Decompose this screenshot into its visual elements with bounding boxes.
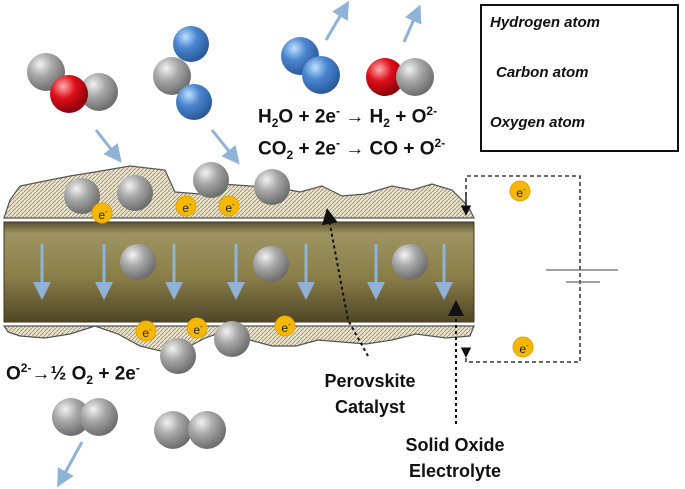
electron (218, 195, 240, 217)
oxygen-ion (392, 244, 428, 280)
inflow-arrow (94, 129, 122, 163)
electron-symbol: e- (225, 200, 235, 215)
water-molecule (27, 53, 118, 113)
electron (274, 315, 296, 337)
adsorbed-top (64, 162, 290, 214)
legend-hydrogen-label: Hydrogen atom (490, 14, 601, 31)
electrolyte-label: Solid Oxide Electrolyte (405, 435, 505, 481)
electron (509, 180, 531, 202)
water-split-equation: H2O + 2e- → H2 + O2- (258, 104, 438, 131)
legend-carbon-label: Carbon atom (496, 64, 589, 81)
ions-in-electrolyte (120, 244, 428, 282)
electron-symbol: e- (519, 341, 529, 356)
electrons (91, 180, 534, 358)
inflow-arrow (210, 129, 240, 165)
electron-symbol: e- (182, 200, 192, 215)
catalyst-pointer (321, 208, 369, 357)
legend-oxygen-label: Oxygen atom (490, 114, 586, 131)
outflow-arrow (324, 0, 350, 41)
electron (186, 317, 208, 339)
flow-arrows (57, 0, 422, 488)
oxygen-molecule (52, 398, 118, 436)
outflow-arrow (402, 4, 422, 43)
external-circuit (465, 175, 581, 363)
electron-symbol: e- (142, 325, 152, 340)
electron (135, 320, 157, 342)
oxygen-ion (253, 246, 289, 282)
legend: Hydrogen atom Carbon atom Oxygen atom (480, 4, 679, 152)
electron (512, 336, 534, 358)
hydrogen-molecule (281, 37, 340, 94)
oxygen-ion (120, 244, 156, 280)
catalyst-label: Perovskite Catalyst (324, 371, 416, 417)
electron (91, 202, 113, 224)
adsorbed-bottom (160, 321, 250, 374)
battery-icon (546, 269, 618, 283)
co2-molecule (153, 26, 212, 120)
electron-symbol: e- (516, 185, 526, 200)
oxygen-molecule (154, 411, 226, 449)
electron-symbol: e- (193, 322, 203, 337)
electron-symbol: e- (98, 207, 108, 222)
co2-split-equation: CO2 + 2e- → CO + O2- (258, 136, 446, 163)
outflow-arrow (57, 441, 84, 488)
oxygen-evolution-equation: O2-→½ O2 + 2e- (6, 361, 140, 388)
electron-symbol: e- (281, 320, 291, 335)
co-molecule (366, 58, 434, 96)
ion-arrows (33, 244, 453, 300)
electron (175, 195, 197, 217)
